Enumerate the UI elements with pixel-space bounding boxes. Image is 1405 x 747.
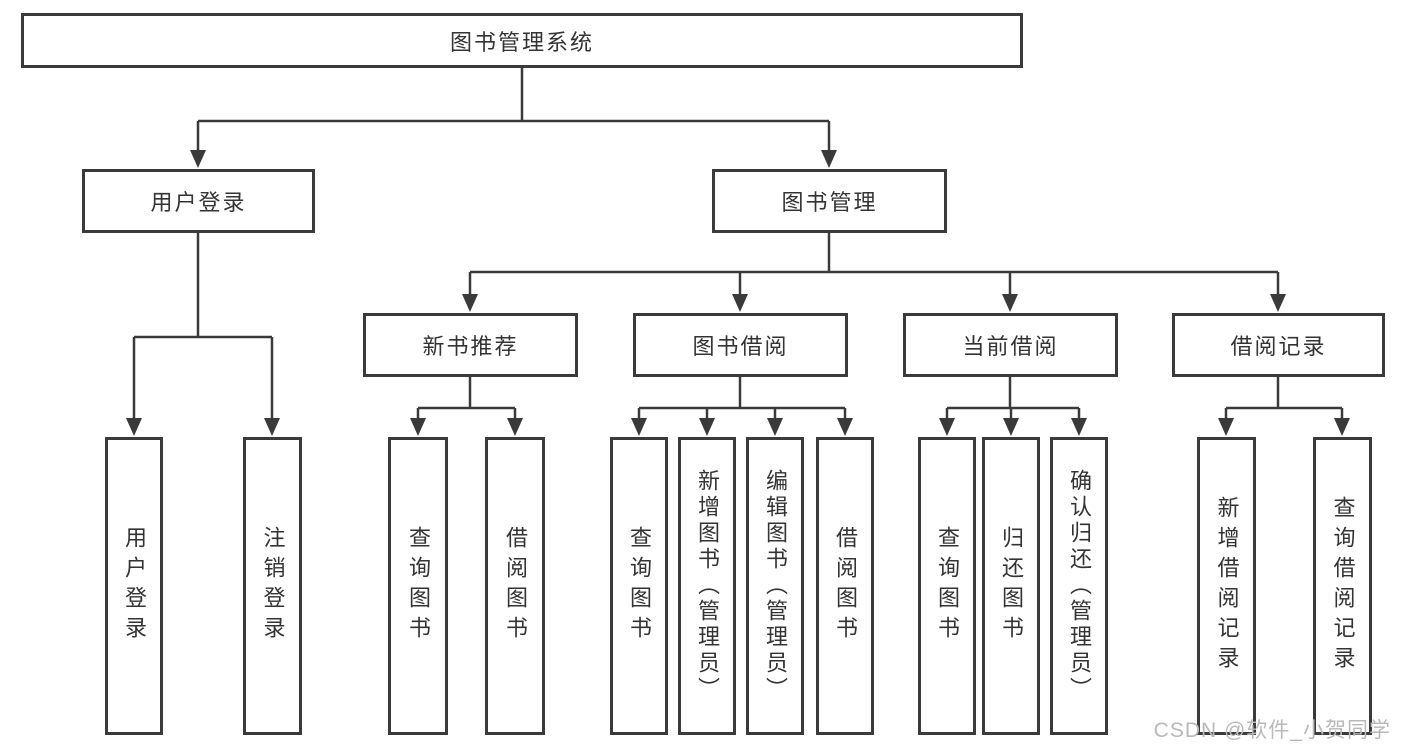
leaf-borrow-books-borrowing: 借阅图书 [816,437,874,735]
node-book-management: 图书管理 [712,169,947,233]
connector-book-management [468,233,1280,297]
leaf-confirm-return-admin-label: 确认归还（管理员） [1067,469,1092,703]
node-book-borrowing-label: 图书借阅 [692,334,789,359]
connector-current-borrowing [945,377,1081,421]
connector-root [196,68,831,153]
leaf-query-books-borrowing-label: 查询图书 [627,526,652,646]
leaf-return-books: 归还图书 [982,437,1040,735]
leaf-query-books-current: 查询图书 [918,437,976,735]
node-root-label: 图书管理系统 [449,29,594,55]
leaf-borrow-books-recommend: 借阅图书 [485,437,545,735]
leaf-confirm-return-admin: 确认归还（管理员） [1050,437,1108,735]
leaf-borrow-books-recommend-label: 借阅图书 [503,526,528,646]
leaf-query-borrow-record: 查询借阅记录 [1313,437,1372,735]
leaf-add-borrow-record: 新增借阅记录 [1197,437,1256,735]
leaf-query-borrow-record-label: 查询借阅记录 [1330,496,1356,676]
leaf-query-books-recommend: 查询图书 [388,437,448,735]
leaf-return-books-label: 归还图书 [999,526,1024,646]
node-user-login-label: 用户登录 [150,190,247,215]
leaf-add-books-admin: 新增图书（管理员） [678,437,736,735]
leaf-logout-login-label: 注销登录 [260,526,286,646]
leaf-borrow-books-borrowing-label: 借阅图书 [833,526,858,646]
watermark-text: CSDN @软件_小贺同学 [1153,719,1391,742]
leaf-edit-books-admin: 编辑图书（管理员） [746,437,804,735]
connector-user-login [132,233,274,421]
connector-new-book-recommendation [416,377,517,421]
leaf-user-login: 用户登录 [105,437,163,735]
leaf-edit-books-admin-label: 编辑图书（管理员） [763,469,788,703]
arrowheads [126,150,1350,436]
node-new-book-recommendation: 新书推荐 [363,313,578,377]
leaf-query-books-current-label: 查询图书 [935,526,960,646]
node-book-borrowing: 图书借阅 [633,313,848,377]
leaf-query-books-recommend-label: 查询图书 [406,526,431,646]
leaf-add-borrow-record-label: 新增借阅记录 [1214,496,1240,676]
node-current-borrowing-label: 当前借阅 [962,334,1059,359]
node-book-management-label: 图书管理 [781,190,878,215]
connector-book-borrowing [637,377,847,421]
connector-borrowing-records [1224,377,1344,421]
node-borrowing-records: 借阅记录 [1172,313,1385,377]
node-user-login: 用户登录 [82,169,315,233]
leaf-logout-login: 注销登录 [243,437,302,735]
leaf-add-books-admin-label: 新增图书（管理员） [695,469,720,703]
node-root: 图书管理系统 [21,13,1023,68]
node-new-book-recommendation-label: 新书推荐 [422,334,519,359]
node-current-borrowing: 当前借阅 [903,313,1118,377]
leaf-query-books-borrowing: 查询图书 [610,437,668,735]
node-borrowing-records-label: 借阅记录 [1230,334,1327,359]
leaf-user-login-label: 用户登录 [122,526,147,646]
